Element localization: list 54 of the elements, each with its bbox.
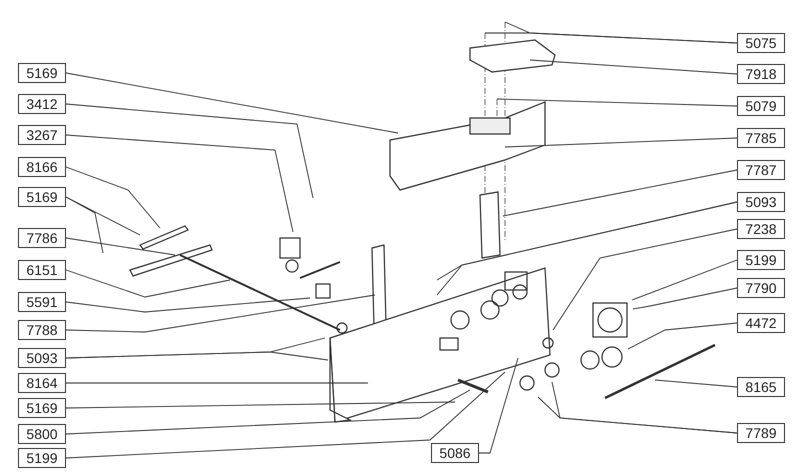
leader-line	[66, 390, 470, 434]
callout-number: 4472	[737, 313, 785, 333]
leader-line	[436, 202, 738, 296]
callout-number: 6151	[18, 260, 66, 280]
callout-number: 7786	[18, 228, 66, 248]
leader-line	[66, 238, 176, 256]
callout-number: 5093	[18, 348, 66, 368]
callout-number: 7789	[737, 423, 785, 443]
callout-number: 7238	[737, 219, 785, 239]
leader-line	[538, 396, 738, 434]
leader-line	[66, 166, 160, 228]
leader-line	[632, 288, 738, 310]
leader-line	[66, 270, 230, 298]
leader-line	[496, 98, 738, 106]
callout-number: 5169	[18, 63, 66, 83]
callout-number: 3267	[18, 125, 66, 145]
leader-line	[66, 402, 456, 408]
leader-line	[66, 298, 310, 312]
leader-line	[654, 380, 738, 388]
callout-number: 5169	[18, 398, 66, 418]
callout-number: 5591	[18, 292, 66, 312]
leader-line	[484, 32, 738, 44]
callout-number: 5800	[18, 424, 66, 444]
leader-line	[66, 134, 294, 232]
callout-number: 5086	[431, 443, 479, 463]
leader-line	[530, 60, 738, 74]
leader-line	[628, 322, 738, 350]
leader-line	[552, 228, 738, 330]
callout-number: 5199	[18, 448, 66, 468]
leader-line	[66, 352, 328, 360]
leader-line	[66, 372, 506, 458]
callout-number: 8164	[18, 373, 66, 393]
callout-number: 5199	[737, 250, 785, 270]
callout-number: 8166	[18, 157, 66, 177]
callout-number: 7788	[18, 320, 66, 340]
callout-number: 5093	[737, 192, 785, 212]
leader-line	[502, 170, 738, 216]
callout-number: 7787	[737, 160, 785, 180]
callout-number: 3412	[18, 94, 66, 114]
leader-line	[66, 294, 376, 332]
leader-line	[478, 358, 518, 454]
leader-line	[66, 382, 368, 384]
callout-number: 7785	[737, 128, 785, 148]
callout-number: 8165	[737, 377, 785, 397]
leader-line	[504, 138, 738, 148]
callout-number: 7918	[737, 64, 785, 84]
leader-line	[66, 196, 104, 254]
leader-line	[66, 104, 314, 198]
callout-number: 7790	[737, 278, 785, 298]
leader-line	[66, 72, 398, 134]
callout-number: 5079	[737, 96, 785, 116]
callout-number: 5169	[18, 187, 66, 207]
callout-number: 5075	[737, 33, 785, 53]
leader-line	[632, 260, 738, 300]
